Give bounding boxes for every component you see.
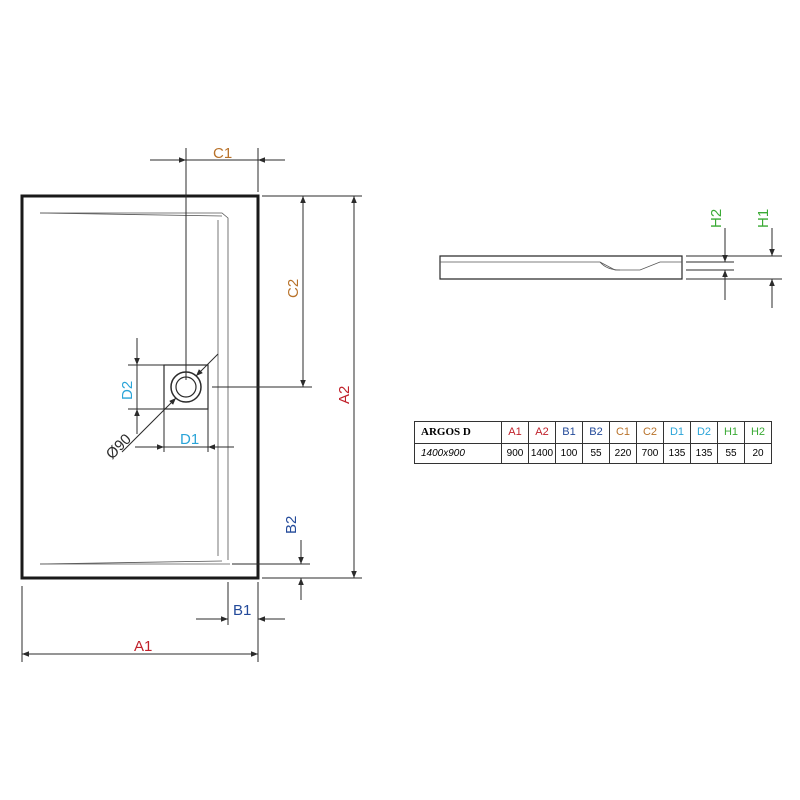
model-name: ARGOS D <box>414 421 502 444</box>
cell-value: 900 <box>501 443 529 464</box>
col-header: C1 <box>609 421 637 444</box>
dim-h2 <box>686 228 734 300</box>
cell-value: 700 <box>636 443 664 464</box>
model-size: 1400x900 <box>414 443 502 464</box>
spec-table: ARGOS D A1 A2 B1 B2 C1 C2 D1 D2 H1 H2 14… <box>414 421 772 464</box>
label-b2: B2 <box>283 516 300 534</box>
col-header: A1 <box>501 421 529 444</box>
cell-value: 20 <box>744 443 772 464</box>
col-header: B2 <box>582 421 610 444</box>
col-header: H1 <box>717 421 745 444</box>
cell-value: 55 <box>582 443 610 464</box>
cell-value: 100 <box>555 443 583 464</box>
label-h2: H2 <box>708 209 725 228</box>
dim-a2 <box>262 195 362 579</box>
cell-value: 55 <box>717 443 745 464</box>
label-d2: D2 <box>119 381 136 400</box>
label-a2: A2 <box>336 386 353 404</box>
label-d1: D1 <box>180 431 199 448</box>
cell-value: 135 <box>690 443 718 464</box>
cell-value: 135 <box>663 443 691 464</box>
dim-d2 <box>128 338 164 434</box>
col-header: A2 <box>528 421 556 444</box>
col-header: D1 <box>663 421 691 444</box>
label-h1: H1 <box>755 209 772 228</box>
dim-drain-diameter <box>121 353 219 453</box>
dim-h1 <box>686 228 782 308</box>
col-header: C2 <box>636 421 664 444</box>
dim-b2 <box>232 540 310 600</box>
spec-table-header-row: ARGOS D A1 A2 B1 B2 C1 C2 D1 D2 H1 H2 <box>414 421 772 444</box>
cell-value: 1400 <box>528 443 556 464</box>
col-header: D2 <box>690 421 718 444</box>
col-header: B1 <box>555 421 583 444</box>
label-c1: C1 <box>213 145 232 162</box>
cell-value: 220 <box>609 443 637 464</box>
label-a1: A1 <box>134 638 152 655</box>
dim-d1 <box>135 409 234 452</box>
dim-a1 <box>21 586 259 662</box>
label-b1: B1 <box>233 602 251 619</box>
col-header: H2 <box>744 421 772 444</box>
spec-table-value-row: 1400x900 900 1400 100 55 220 700 135 135… <box>414 443 772 464</box>
dim-c1 <box>150 148 285 380</box>
tray-side-view <box>439 255 683 280</box>
label-c2: C2 <box>285 279 302 298</box>
